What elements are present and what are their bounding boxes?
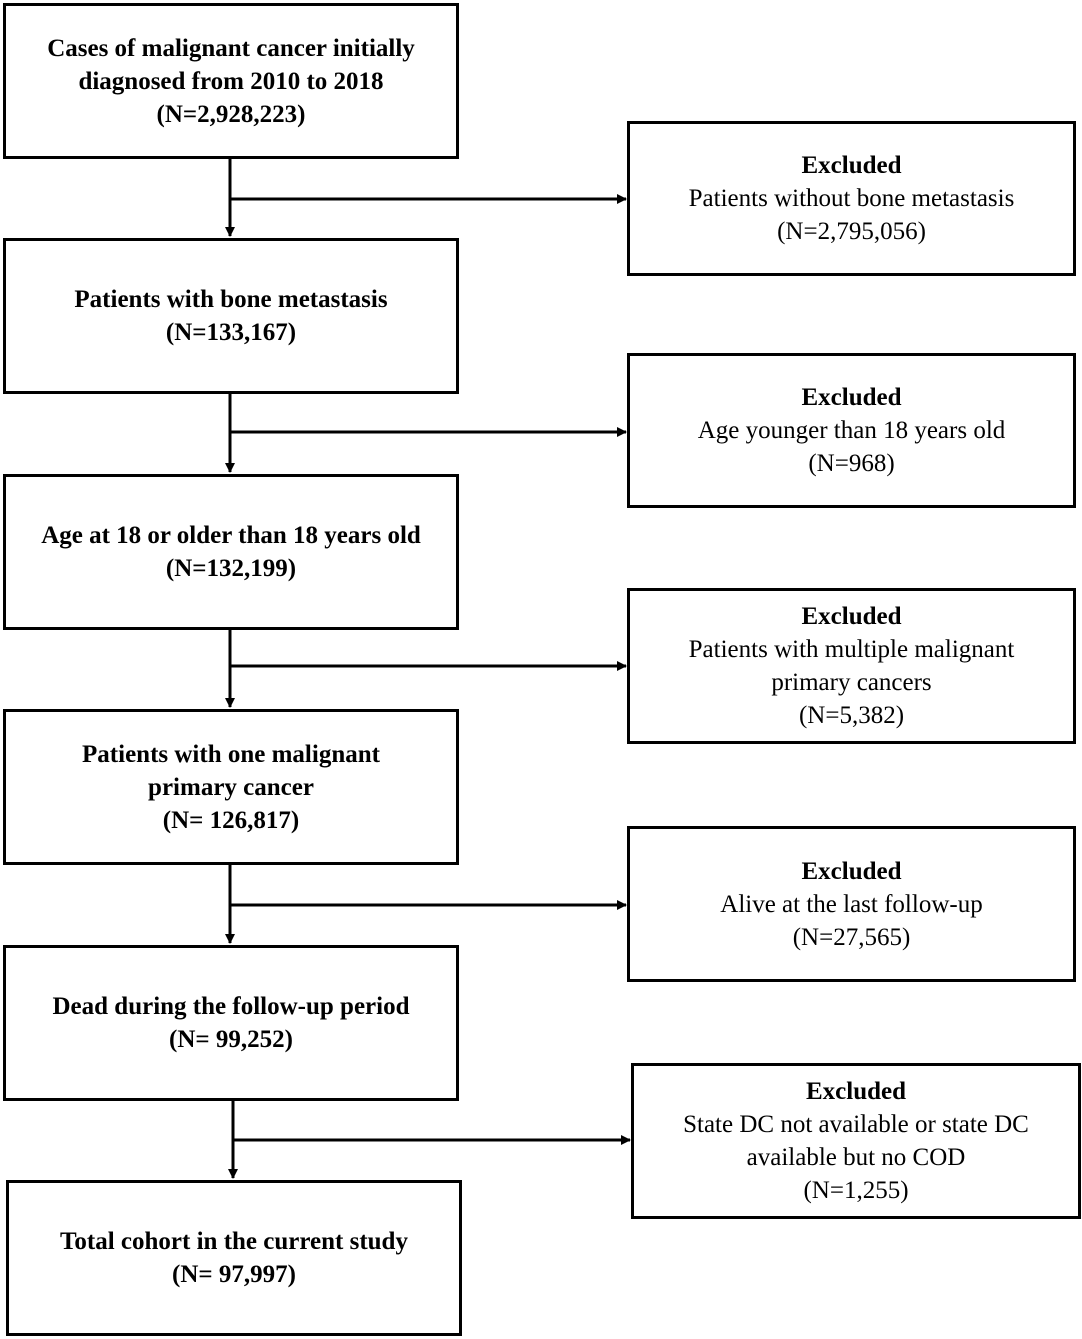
exclusion-heading: Excluded (801, 857, 902, 885)
step-text: diagnosed from 2010 to 2018 (78, 67, 384, 95)
exclusion-count: (N=1,255) (803, 1177, 909, 1204)
step-box-initial-cases: Cases of malignant cancer initially diag… (3, 3, 459, 159)
exclusion-heading: Excluded (801, 603, 902, 630)
exclusion-box-under-18: Excluded Age younger than 18 years old (… (627, 353, 1076, 508)
step-count: (N=132,199) (165, 555, 297, 582)
exclusion-text: Alive at the last follow-up (720, 890, 983, 918)
step-box-age-18-plus: Age at 18 or older than 18 years old (N=… (3, 474, 459, 630)
step-text: Cases of malignant cancer initially (47, 34, 415, 62)
step-count: (N=2,928,223) (156, 100, 306, 128)
exclusion-count: (N=27,565) (792, 923, 911, 951)
exclusion-text: available but no COD (746, 1144, 966, 1171)
step-text: Patients with one malignant (82, 740, 380, 768)
step-text: Age at 18 or older than 18 years old (41, 522, 421, 549)
exclusion-heading: Excluded (805, 1078, 907, 1105)
step-box-total-cohort: Total cohort in the current study (N= 97… (6, 1180, 462, 1336)
exclusion-box-no-bone-metastasis: Excluded Patients without bone metastasi… (627, 121, 1076, 276)
exclusion-count: (N=5,382) (798, 702, 905, 729)
exclusion-box-alive: Excluded Alive at the last follow-up (N=… (627, 826, 1076, 982)
exclusion-text: Age younger than 18 years old (697, 417, 1006, 444)
exclusion-text: State DC not available or state DC (683, 1111, 1029, 1138)
exclusion-text: Patients with multiple malignant (688, 636, 1015, 663)
step-count: (N= 99,252) (169, 1026, 293, 1053)
step-text: Patients with bone metastasis (74, 286, 388, 313)
step-box-one-primary: Patients with one malignant primary canc… (3, 709, 459, 865)
step-text: Dead during the follow-up period (52, 993, 410, 1020)
step-count: (N= 97,997) (172, 1261, 296, 1288)
exclusion-heading: Excluded (801, 152, 902, 179)
step-text: Total cohort in the current study (60, 1228, 408, 1255)
step-box-dead-follow-up: Dead during the follow-up period (N= 99,… (3, 945, 459, 1101)
exclusion-text: primary cancers (771, 669, 932, 696)
exclusion-text: Patients without bone metastasis (688, 185, 1015, 212)
step-count: (N=133,167) (165, 319, 297, 346)
exclusion-count: (N=2,795,056) (777, 218, 926, 245)
step-text: primary cancer (148, 773, 314, 801)
exclusion-box-no-cod: Excluded State DC not available or state… (631, 1063, 1081, 1219)
step-count: (N= 126,817) (162, 806, 300, 834)
exclusion-box-multiple-primaries: Excluded Patients with multiple malignan… (627, 588, 1076, 744)
exclusion-count: (N=968) (808, 450, 895, 477)
step-box-bone-metastasis: Patients with bone metastasis (N=133,167… (3, 238, 459, 394)
exclusion-heading: Excluded (801, 384, 902, 411)
